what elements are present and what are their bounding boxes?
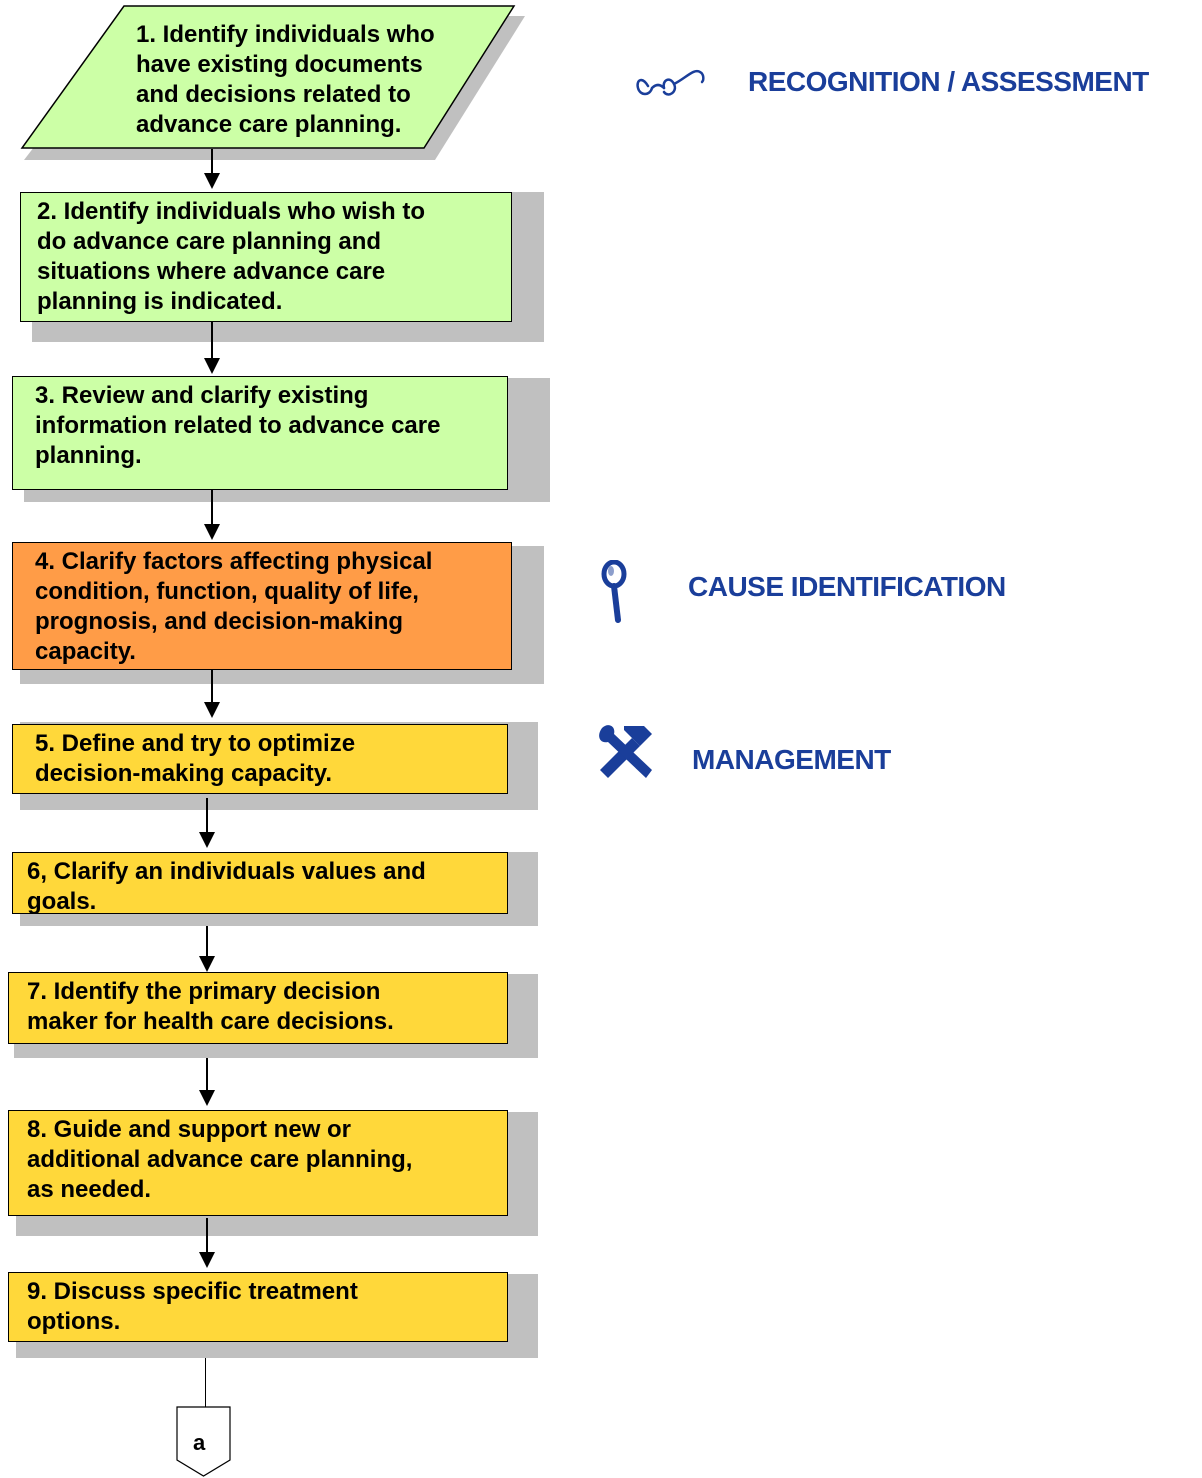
step-2-box: 2. Identify individuals who wish to do a…: [20, 192, 512, 322]
arrow-1-2: [204, 149, 220, 189]
eyeglasses-icon: [636, 69, 705, 96]
step-3-box: 3. Review and clarify existing informati…: [12, 376, 508, 490]
legend-cause: CAUSE IDENTIFICATION: [688, 571, 1006, 602]
off-page-connector: [176, 1406, 231, 1477]
legend-recognition: RECOGNITION / ASSESSMENT: [748, 66, 1149, 97]
step-9-box: 9. Discuss specific treatment options.: [8, 1272, 508, 1342]
legend-management: MANAGEMENT: [692, 744, 891, 775]
step-1-shape: [20, 5, 525, 160]
arrow-2-3: [204, 322, 220, 374]
magnifying-glass-icon: [601, 560, 627, 623]
arrow-4-5: [204, 670, 220, 718]
arrow-7-8: [199, 1058, 215, 1106]
connector-line: [205, 1358, 206, 1408]
arrow-6-7: [199, 926, 215, 972]
step-5-box: 5. Define and try to optimize decision-m…: [12, 724, 508, 794]
arrow-3-4: [204, 490, 220, 540]
step-6-box: 6, Clarify an individuals values and goa…: [12, 852, 508, 915]
step-8-box: 8. Guide and support new or additional a…: [8, 1110, 508, 1216]
step-7-box: 7. Identify the primary decision maker f…: [8, 972, 508, 1044]
step-1-text: 1. Identify individuals who have existin…: [136, 21, 435, 138]
step-4-box: 4. Clarify factors affecting physical co…: [12, 542, 512, 670]
arrow-5-6: [199, 798, 215, 848]
connector-label: a: [193, 1430, 206, 1455]
arrow-8-9: [199, 1218, 215, 1268]
tools-icon: [599, 725, 652, 778]
